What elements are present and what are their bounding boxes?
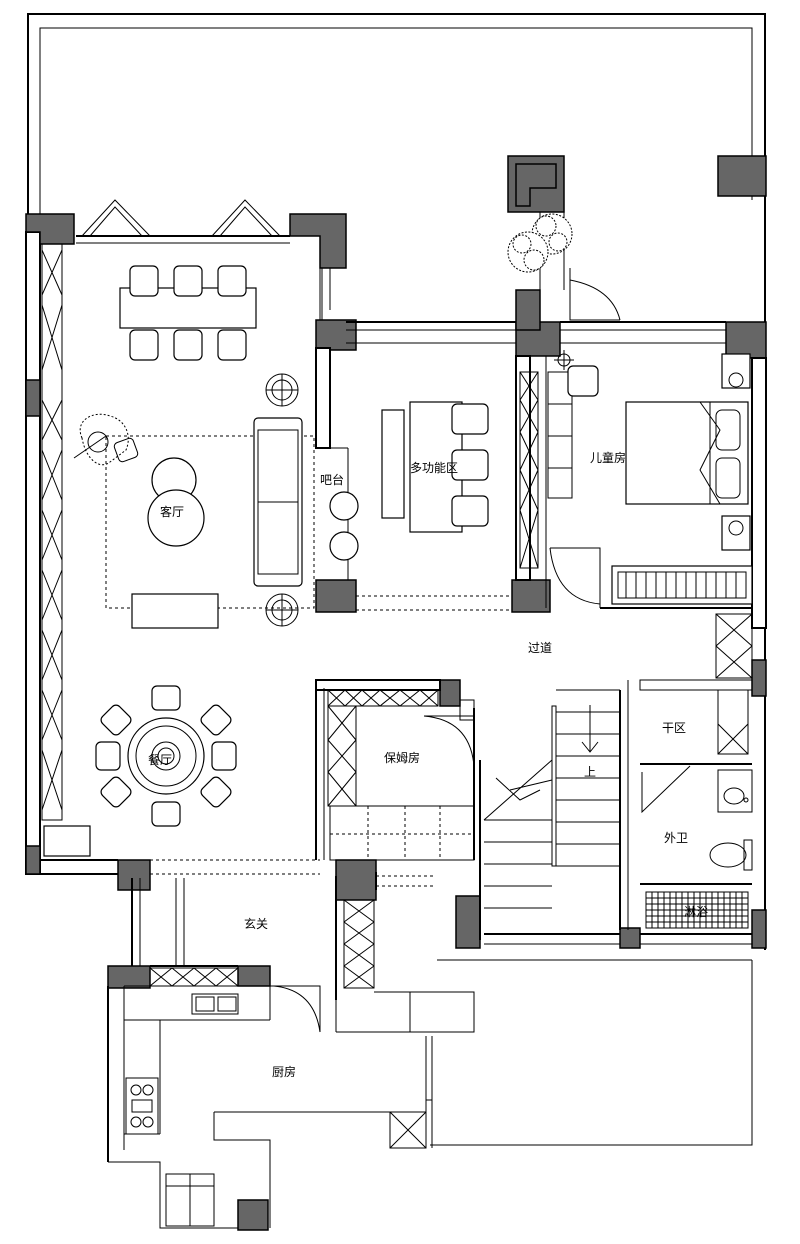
label-bar: 吧台 — [320, 472, 344, 487]
label-multi-function: 多功能区 — [410, 461, 458, 475]
label-dining-room: 餐厅 — [148, 752, 172, 767]
label-dry-area: 干区 — [662, 721, 686, 735]
label-nanny-room: 保姆房 — [384, 750, 420, 765]
bar-stools — [329, 491, 359, 561]
lounge-chair-icon — [73, 413, 139, 466]
label-shower: 淋浴 — [684, 905, 708, 919]
round-dining-table — [43, 685, 237, 857]
label-stair-up: 上 — [584, 765, 596, 779]
kids-room-furniture — [554, 350, 753, 605]
interior-walls — [107, 212, 767, 1229]
label-kitchen: 厨房 — [272, 1064, 296, 1079]
multi-function-table — [381, 401, 489, 533]
stair-treads — [483, 689, 620, 909]
left-window-cross-pattern — [41, 249, 63, 811]
label-guest-bath: 外卫 — [664, 831, 688, 845]
label-entry: 玄关 — [244, 916, 268, 931]
tree-icon — [507, 213, 573, 273]
rectangular-dining-table — [119, 265, 257, 361]
label-corridor: 过道 — [528, 641, 552, 655]
dining-chair-icon — [129, 265, 247, 361]
round-table-chair-icon — [95, 685, 237, 827]
label-kids-room: 儿童房 — [590, 450, 626, 465]
room-labels: 客厅 餐厅 吧台 多功能区 儿童房 过道 保姆房 上 干区 外卫 淋浴 玄关 厨… — [148, 450, 708, 1079]
living-room-furniture — [73, 373, 315, 629]
columns — [25, 155, 767, 1231]
label-living-room: 客厅 — [160, 504, 184, 519]
shower-floor-grid — [646, 892, 748, 928]
